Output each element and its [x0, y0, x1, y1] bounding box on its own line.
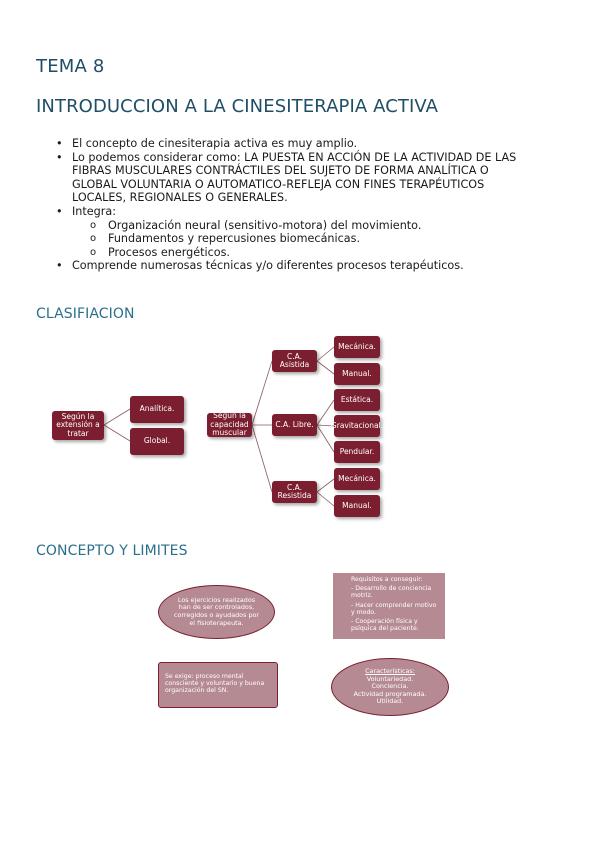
requisitos-item: - Cooperación física y psíquica del paci… — [351, 618, 419, 633]
sub-list-item: o Procesos energéticos. — [90, 245, 230, 259]
page-subtitle: INTRODUCCION A LA CINESITERAPIA ACTIVA — [36, 96, 439, 117]
circle-bullet-icon: o — [90, 233, 97, 245]
bullet-icon: • — [56, 259, 63, 273]
page-title: TEMA 8 — [36, 56, 105, 77]
diagram-node-resistida: C.A. Resistida — [272, 481, 317, 503]
diagram-node-analitica: Analítica. — [130, 396, 184, 423]
diagram-node-libre: C.A. Libre. — [272, 414, 317, 436]
diagram-node-asistida: C.A. Asistida — [272, 350, 317, 372]
requisitos-item: - Desarrollo de conciencia motriz. — [351, 585, 432, 600]
diagram-node-manual-resistida: Manual. — [334, 495, 380, 517]
diagram-node-pendular: Pendular. — [334, 441, 380, 463]
diagram-node-global: Global. — [130, 428, 184, 455]
concept-card-exigencia: Se exige: proceso mental consciente y vo… — [158, 662, 278, 708]
diagram-node-mecanica-resistida: Mecánica. — [334, 468, 380, 490]
diagram-node-manual-asistida: Manual. — [334, 363, 380, 385]
diagram-node-mecanica-asistida: Mecánica. — [334, 336, 380, 358]
intro-list: • El concepto de cinesiterapia activa es… — [56, 137, 561, 273]
circle-bullet-icon: o — [90, 219, 97, 231]
circle-bullet-icon: o — [90, 246, 97, 258]
diagram-node-estatica: Estática. — [334, 389, 380, 411]
bullet-icon: • — [56, 137, 63, 150]
list-item: • Comprende numerosas técnicas y/o difer… — [56, 259, 464, 273]
section-heading-clasificacion: CLASIFIACION — [36, 306, 135, 322]
bullet-icon: • — [56, 150, 63, 164]
bullet-icon: • — [56, 204, 63, 218]
sub-list-item: o Organización neural (sensitivo-motora)… — [90, 218, 422, 232]
sub-list-item: o Fundamentos y repercusiones biomecánic… — [90, 232, 361, 246]
list-item: • Lo podemos considerar como: LA PUESTA … — [56, 150, 517, 205]
diagram-node-capacidad: Según la capacidad muscular — [207, 412, 252, 437]
list-item: • Integra: — [56, 204, 116, 218]
list-item: • El concepto de cinesiterapia activa es… — [56, 137, 358, 150]
concept-ellipse-caracteristicas: Características: Voluntariedad. Concienc… — [331, 658, 449, 716]
concept-card-requisitos: Requisitos a conseguir: - Desarrollo de … — [333, 573, 445, 639]
concept-ellipse-ejercicios: Los ejercicios realizados han de ser con… — [158, 585, 275, 639]
section-heading-concepto: CONCEPTO Y LIMITES — [36, 543, 188, 559]
diagram-node-gravitacional: Gravitacional. — [331, 415, 383, 437]
requisitos-item: - Hacer comprender motivo y modo. — [351, 601, 437, 616]
diagram-node-root: Según la extensión a tratar — [52, 411, 104, 440]
